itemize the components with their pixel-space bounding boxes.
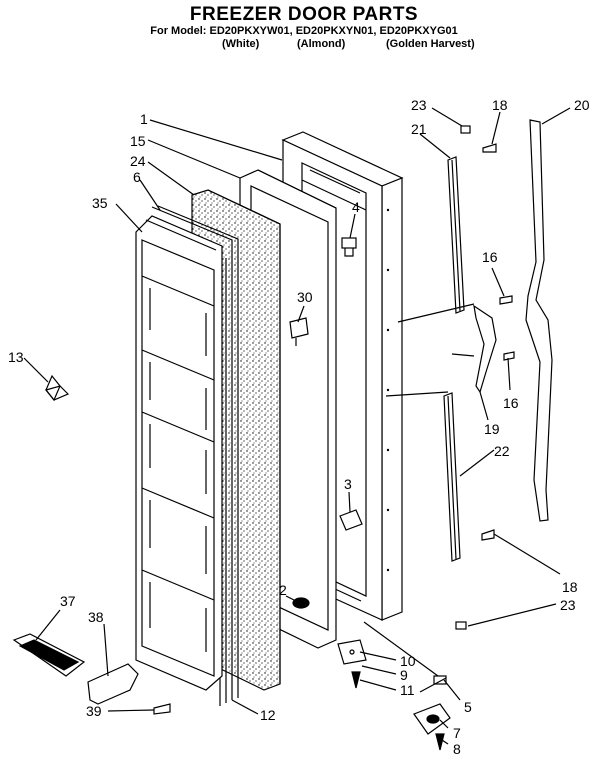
door-handle-19 [473,304,497,394]
callout-12: 12 [260,707,276,723]
shelf-bins [141,275,215,652]
callout-9: 9 [400,667,408,683]
callout-23-bottom: 23 [560,597,576,613]
callout-38: 38 [88,609,104,625]
callout-5: 5 [464,699,472,715]
screw-8 [435,733,445,751]
callout-8: 8 [453,741,461,757]
callout-6: 6 [133,169,141,185]
hinge-bracket-10 [337,639,367,665]
callout-23-top: 23 [411,97,427,113]
screws [433,125,515,685]
handle-trim-20 [525,119,553,522]
door-liner [135,215,223,691]
callout-10: 10 [400,653,416,669]
color-white: (White) [222,38,260,50]
callout-30: 30 [297,289,313,305]
callout-20: 20 [574,97,590,113]
hinge-plate-3 [339,509,363,531]
callout-11: 11 [400,682,415,698]
hinge-connection-line [363,621,439,677]
lower-hinge-7 [413,703,451,735]
callout-35: 35 [92,195,108,211]
cover-38 [87,663,139,705]
callout-18-bottom: 18 [562,579,578,595]
callout-15: 15 [130,133,146,149]
callout-39: 39 [86,703,102,719]
bushing-4 [341,237,357,257]
grille-37 [12,633,86,677]
page-title: FREEZER DOOR PARTS [189,4,419,25]
color-almond: (Almond) [297,38,346,50]
bracket-30 [289,317,309,346]
callout-2: 2 [279,582,287,598]
handle-trim-upper [447,156,465,314]
callout-4: 4 [352,199,360,215]
screw-39 [153,703,171,715]
callout-37: 37 [60,593,76,609]
callout-1: 1 [140,111,148,127]
callout-7: 7 [453,725,461,741]
screw-11 [351,671,361,689]
model-line: For Model: ED20PKXYW01, ED20PKXYN01, ED2… [150,25,458,37]
color-golden-harvest: (Golden Harvest) [386,38,475,50]
callout-16-upper: 16 [482,249,498,265]
callout-21: 21 [411,121,427,137]
callout-19: 19 [484,421,500,437]
callout-3: 3 [344,476,352,492]
handle-trim-lower [443,392,461,562]
leader-lines [23,107,571,745]
callout-18-top: 18 [492,97,508,113]
callout-16-lower: 16 [503,395,519,411]
callout-numbers: 1 15 24 6 35 13 30 4 3 2 23 18 21 20 16 … [8,97,590,757]
clip-13 [44,374,70,402]
handle-connection-lines [385,303,475,397]
callout-22: 22 [494,443,510,459]
cam-2 [292,597,310,609]
callout-13: 13 [8,349,24,365]
callout-24: 24 [130,153,146,169]
